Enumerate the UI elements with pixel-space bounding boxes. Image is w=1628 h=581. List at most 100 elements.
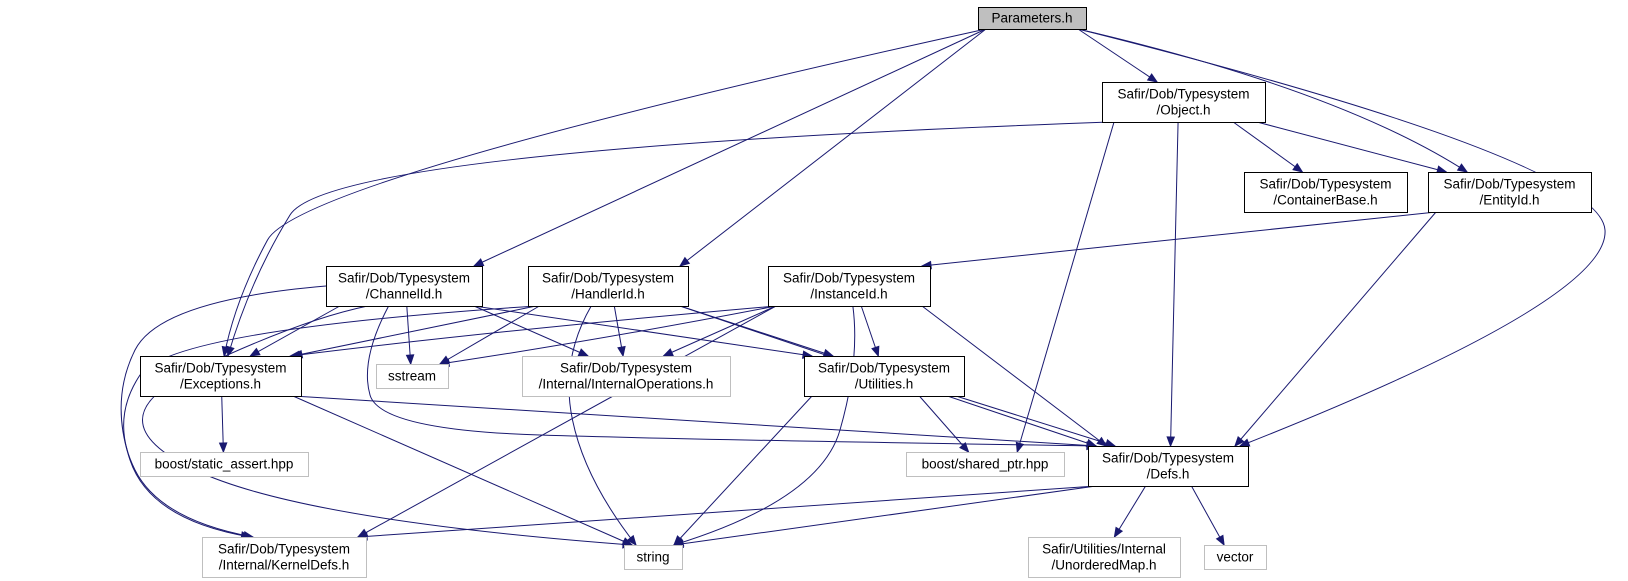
edge-object-to-entityid (1256, 121, 1448, 174)
node-label: Parameters.h (991, 11, 1072, 26)
node-handlerid[interactable]: Safir/Dob/Typesystem/HandlerId.h (528, 266, 689, 307)
node-defs[interactable]: Safir/Dob/Typesystem/Defs.h (1088, 446, 1249, 487)
node-label: Safir/Dob/Typesystem (218, 542, 350, 557)
node-box (376, 364, 449, 389)
edge-channelid-to-internalops (473, 305, 590, 357)
node-unorderedmap: Safir/Utilities/Internal/UnorderedMap.h (1028, 537, 1181, 578)
node-label: /Utilities.h (855, 377, 914, 392)
node-label: /Object.h (1156, 103, 1210, 118)
edge-channelid-to-string (142, 305, 634, 549)
edge-handlerid-to-sstream (438, 305, 540, 365)
node-label: /ChannelId.h (366, 287, 443, 302)
node-kerneldefs: Safir/Dob/Typesystem/Internal/KernelDefs… (202, 537, 367, 578)
node-channelid[interactable]: Safir/Dob/Typesystem/ChannelId.h (326, 266, 483, 307)
edge-parameters-to-channelid (472, 28, 987, 267)
node-label: Safir/Dob/Typesystem (818, 361, 950, 376)
node-string: string (624, 545, 683, 570)
node-label: Safir/Dob/Typesystem (560, 361, 692, 376)
node-internalops: Safir/Dob/Typesystem/Internal/InternalOp… (522, 356, 731, 397)
edge-exceptions-to-defs (292, 395, 1098, 450)
edge-channelid-to-sstream (405, 305, 415, 366)
edge-parameters-to-entityid (1077, 28, 1469, 173)
node-label: /UnorderedMap.h (1051, 558, 1156, 573)
edge-defs-to-kerneldefs (356, 485, 1097, 541)
edge-exceptions-to-static_assert (218, 395, 228, 454)
node-label: Safir/Utilities/Internal (1042, 542, 1166, 557)
node-box (202, 537, 367, 578)
node-box (140, 356, 302, 397)
node-box (1428, 172, 1592, 213)
node-box (768, 266, 931, 307)
node-box (522, 356, 731, 397)
nodes-layer: Parameters.hSafir/Dob/Typesystem/Object.… (140, 7, 1592, 578)
node-shared_ptr: boost/shared_ptr.hpp (906, 452, 1065, 477)
node-box (1102, 82, 1266, 123)
node-label: Safir/Dob/Typesystem (338, 271, 470, 286)
node-sstream: sstream (376, 364, 449, 389)
node-label: /Internal/KernelDefs.h (219, 558, 350, 573)
edge-handlerid-to-internalops (613, 305, 626, 358)
edge-parameters-to-object (1077, 28, 1159, 83)
node-label: Safir/Dob/Typesystem (542, 271, 674, 286)
node-box (804, 356, 965, 397)
node-label: /ContainerBase.h (1273, 193, 1377, 208)
node-label: /Defs.h (1147, 467, 1190, 482)
node-object[interactable]: Safir/Dob/Typesystem/Object.h (1102, 82, 1266, 123)
node-label: Safir/Dob/Typesystem (1117, 87, 1249, 102)
node-label: /Exceptions.h (180, 377, 261, 392)
node-label: string (636, 550, 669, 565)
edge-channelid-to-defs (366, 305, 1098, 451)
node-box (906, 452, 1065, 477)
edge-entityid-to-defs (1234, 211, 1437, 448)
edge-exceptions-to-string (292, 395, 634, 546)
edge-object-to-defs (1166, 121, 1179, 448)
node-label: Safir/Dob/Typesystem (1443, 177, 1575, 192)
node-label: Safir/Dob/Typesystem (154, 361, 286, 376)
node-parameters: Parameters.h (978, 7, 1087, 30)
node-label: Safir/Dob/Typesystem (783, 271, 915, 286)
node-entityid[interactable]: Safir/Dob/Typesystem/EntityId.h (1428, 172, 1592, 213)
node-box (1204, 545, 1267, 570)
node-vector: vector (1204, 545, 1267, 570)
node-box (140, 452, 309, 477)
edge-defs-to-vector (1191, 485, 1225, 547)
edge-parameters-to-handlerid (678, 28, 987, 267)
node-instanceid[interactable]: Safir/Dob/Typesystem/InstanceId.h (768, 266, 931, 307)
edge-utilities-to-shared_ptr (918, 395, 970, 454)
node-exceptions[interactable]: Safir/Dob/Typesystem/Exceptions.h (140, 356, 302, 397)
edge-entityid-to-instanceid (920, 211, 1437, 270)
edge-channelid-to-exceptions (249, 305, 341, 357)
edge-instanceid-to-string (672, 305, 856, 547)
node-containerbase[interactable]: Safir/Dob/Typesystem/ContainerBase.h (1244, 172, 1408, 213)
node-box (624, 545, 683, 570)
edge-object-to-shared_ptr (1015, 121, 1115, 454)
edge-channelid-to-kerneldefs (120, 285, 327, 540)
node-label: boost/shared_ptr.hpp (922, 457, 1049, 472)
node-label: vector (1217, 550, 1254, 565)
node-box (978, 7, 1087, 30)
node-static_assert: boost/static_assert.hpp (140, 452, 309, 477)
node-box (1088, 446, 1249, 487)
edge-defs-to-unorderedmap (1113, 485, 1147, 539)
node-box (528, 266, 689, 307)
node-utilities[interactable]: Safir/Dob/Typesystem/Utilities.h (804, 356, 965, 397)
edges-layer (120, 28, 1606, 549)
edge-object-to-containerbase (1232, 121, 1304, 173)
edge-instanceid-to-utilities (860, 305, 880, 358)
node-box (1028, 537, 1181, 578)
node-label: /InstanceId.h (810, 287, 887, 302)
node-box (326, 266, 483, 307)
node-label: boost/static_assert.hpp (155, 457, 294, 472)
node-label: sstream (388, 369, 436, 384)
edge-utilities-to-string (673, 395, 813, 546)
edge-handlerid-to-kerneldefs (123, 305, 537, 540)
node-label: /Internal/InternalOperations.h (539, 377, 714, 392)
node-box (1244, 172, 1408, 213)
node-label: Safir/Dob/Typesystem (1102, 451, 1234, 466)
edge-object-to-exceptions (226, 121, 1111, 358)
edge-instanceid-to-internalops (662, 305, 777, 357)
node-label: Safir/Dob/Typesystem (1259, 177, 1391, 192)
edge-handlerid-to-string (568, 305, 637, 547)
node-label: /HandlerId.h (571, 287, 645, 302)
